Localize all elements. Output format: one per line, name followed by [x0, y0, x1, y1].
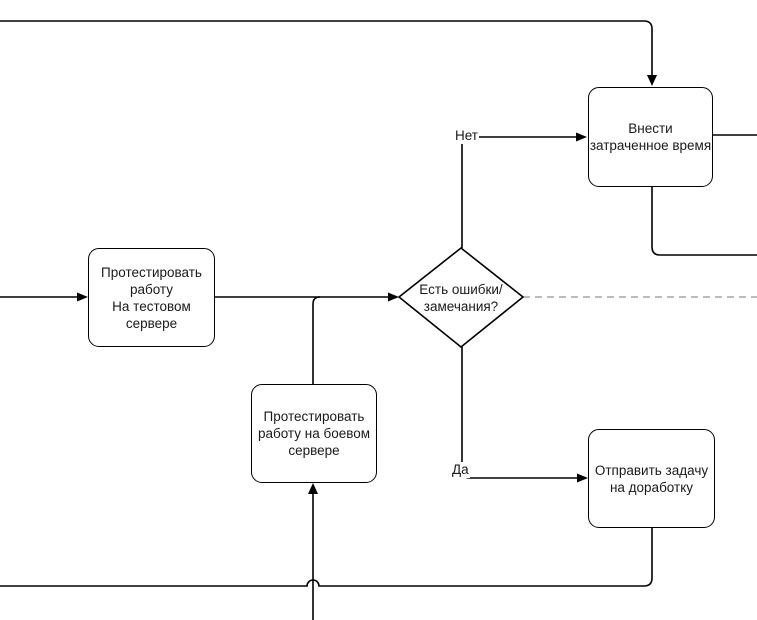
- edge-yes-branch: [461, 347, 577, 479]
- node-prod-server[interactable]: Протестировать работу на боевом сервере: [251, 384, 377, 483]
- edge-prod-server-top-merge: [312, 296, 321, 384]
- edge-top-into-log-time: [0, 20, 653, 75]
- edge-log-time-bottom-exit: [651, 187, 757, 256]
- node-rework-label: Отправить задачу на доработку: [594, 462, 709, 495]
- arrowhead-up-prod-server-icon: [308, 483, 318, 494]
- arrowhead-right-log-time-icon: [576, 132, 587, 142]
- node-prod-server-label: Протестировать работу на боевом сервере: [257, 409, 371, 458]
- edge-no-branch: [461, 136, 576, 248]
- node-log-time[interactable]: Внести затраченное время: [588, 87, 713, 187]
- node-log-time-label: Внести затраченное время: [589, 121, 712, 153]
- node-test-server-label: Протестировать работу На тестовом сервер…: [101, 264, 202, 331]
- node-rework[interactable]: Отправить задачу на доработку: [588, 429, 715, 528]
- node-test-server[interactable]: Протестировать работу На тестовом сервер…: [88, 248, 215, 347]
- edge-label-yes: Да: [451, 462, 470, 478]
- arrowhead-right-test-server-icon: [77, 292, 88, 302]
- decision-diamond-shape[interactable]: [397, 246, 525, 349]
- edge-rework-bottom-to-left: [0, 528, 653, 587]
- arrowhead-down-log-time-icon: [647, 75, 657, 86]
- edge-label-no: Нет: [454, 128, 479, 144]
- arrowhead-right-decision-icon: [388, 292, 399, 302]
- arrowhead-right-rework-icon: [577, 473, 588, 483]
